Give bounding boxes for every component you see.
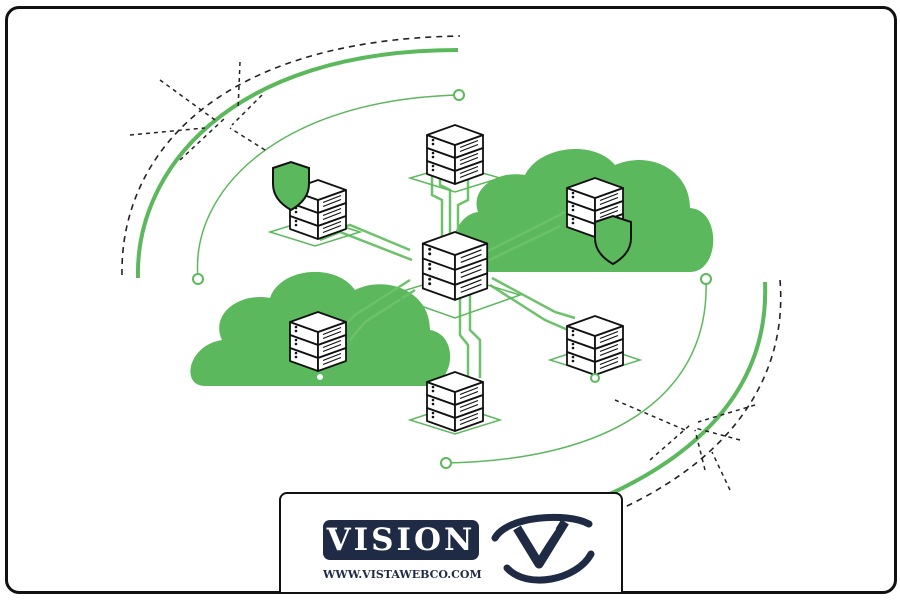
logo-url: WWW.VISTAWEBCO.COM <box>323 568 482 581</box>
arc-node <box>192 273 204 285</box>
logo-panel: VISION WWW.VISTAWEBCO.COM <box>279 492 623 592</box>
shield-icon <box>594 214 632 266</box>
shield-icon <box>272 160 310 212</box>
link-node <box>315 372 325 382</box>
server-stack-icon <box>566 315 624 376</box>
signal-arc-main-left <box>135 48 459 279</box>
server-stack-icon <box>426 124 484 185</box>
arc-node <box>440 457 452 469</box>
signal-arc-inner-right <box>444 279 707 464</box>
signal-arc-outer-left <box>121 35 461 276</box>
server-stack-icon <box>426 371 484 432</box>
server-stack-icon <box>421 231 489 301</box>
server-stack-icon <box>289 311 347 372</box>
signal-burst-bottom-right <box>614 399 756 491</box>
link-node <box>590 373 600 383</box>
vision-emblem-icon <box>491 513 595 584</box>
arc-node <box>700 273 712 285</box>
arc-node <box>453 89 465 101</box>
logo-wordmark: VISION <box>323 520 479 560</box>
signal-arc-inner-left <box>196 94 459 279</box>
signal-burst-top-left <box>129 61 266 161</box>
